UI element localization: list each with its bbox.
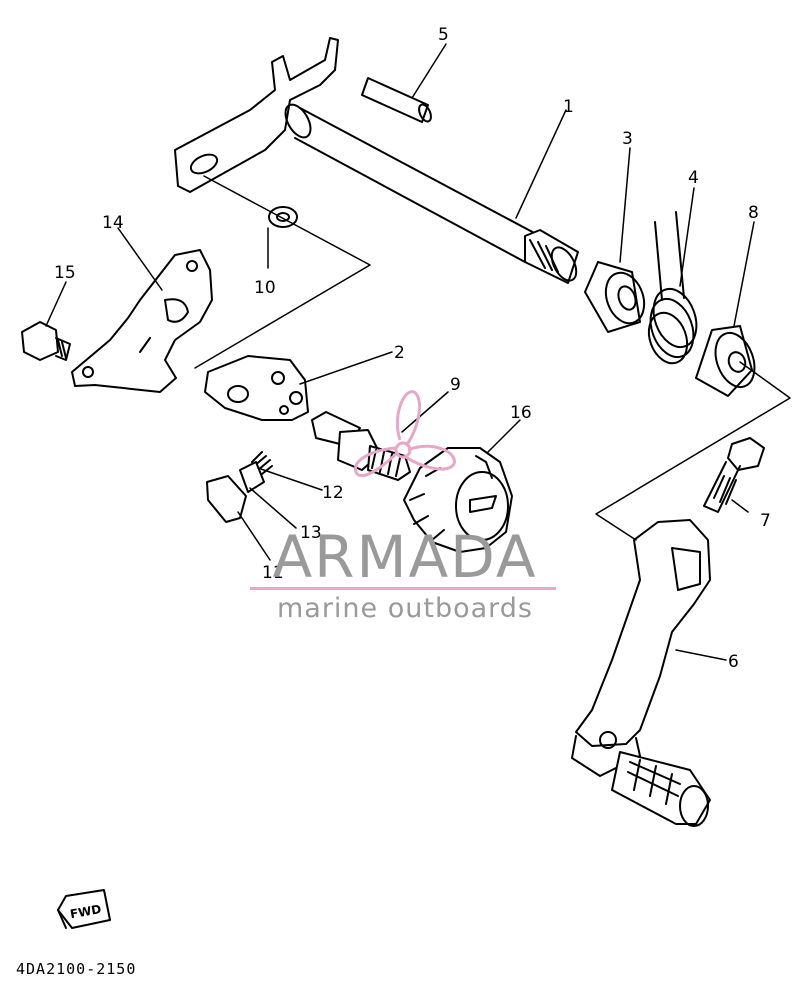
- part-7-bolt: [703, 437, 765, 513]
- part-1-shift-shaft: [174, 37, 579, 284]
- callout-9: 9: [450, 375, 461, 395]
- part-4-spring: [647, 211, 698, 365]
- part-11-stopper: [206, 475, 247, 523]
- part-9-bolt: [311, 411, 411, 481]
- propeller-logo-icon: [354, 390, 456, 478]
- part-10-washer: [268, 206, 298, 228]
- callout-4: 4: [688, 168, 699, 188]
- callout-13: 13: [300, 523, 322, 543]
- part-16-drum-cam: [403, 447, 513, 553]
- part-6-shift-pedal: [571, 519, 711, 827]
- callout-5: 5: [438, 25, 449, 45]
- part-15-bolt: [21, 321, 71, 361]
- part-8-oil-seal: [695, 325, 756, 397]
- callout-3: 3: [622, 129, 633, 149]
- callout-8: 8: [748, 203, 759, 223]
- callout-10: 10: [254, 278, 276, 298]
- callout-11: 11: [262, 563, 284, 583]
- callout-7: 7: [760, 511, 771, 531]
- fwd-arrow-icon: [57, 889, 111, 929]
- part-13-pin: [239, 461, 265, 493]
- watermark-tagline: marine outboards: [276, 593, 533, 624]
- callout-14: 14: [102, 213, 124, 233]
- fwd-label: FWD: [69, 902, 102, 921]
- drawing-code: 4DA2100-2150: [16, 960, 137, 978]
- callout-15: 15: [54, 263, 76, 283]
- part-14-plate: [71, 249, 213, 393]
- watermark-brand: ARMADA: [272, 523, 538, 591]
- callout-6: 6: [728, 652, 739, 672]
- callout-1: 1: [563, 97, 574, 117]
- callout-16: 16: [510, 403, 532, 423]
- callout-2: 2: [394, 343, 405, 363]
- part-2-shift-cam: [204, 355, 309, 421]
- part-number-labels: 1 2 3 4 5 6 7 8 9 10 11 12 13 14 15 16 F…: [54, 25, 771, 921]
- watermark-divider: [250, 587, 556, 590]
- leader-lines: [45, 43, 791, 661]
- part-5-pin: [361, 77, 432, 123]
- callout-12: 12: [322, 483, 344, 503]
- part-3-collar: [584, 261, 646, 333]
- part-12-spring: [251, 451, 273, 475]
